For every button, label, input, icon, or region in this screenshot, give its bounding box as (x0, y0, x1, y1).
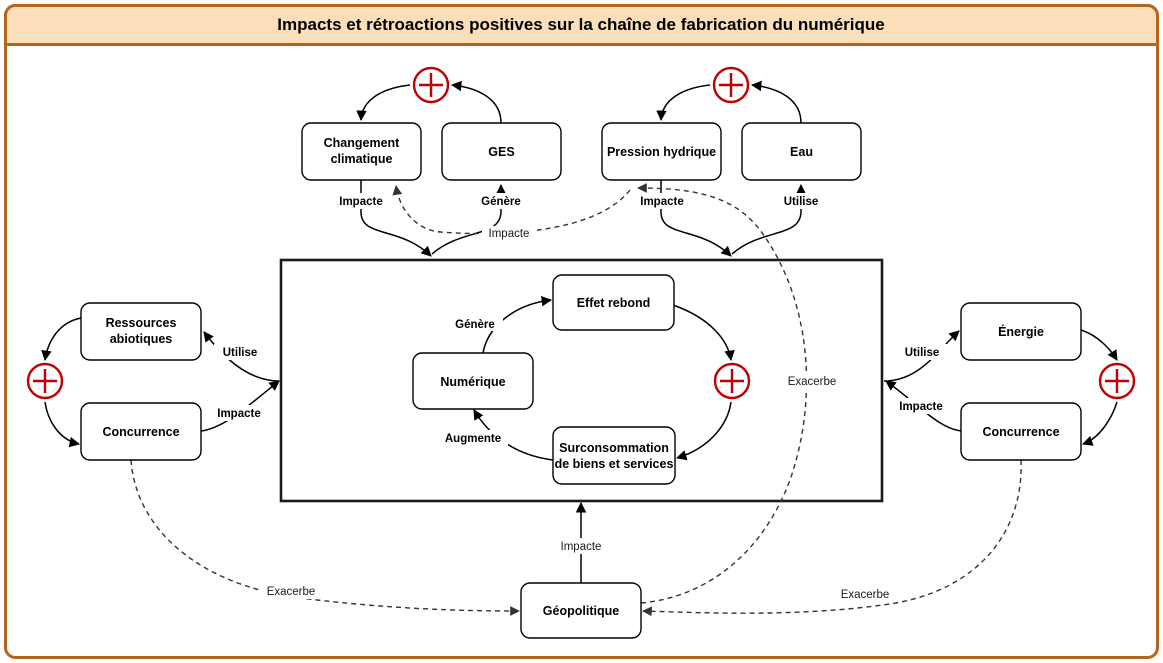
node-ressources-abiotiques-label-line1: Ressources (106, 316, 177, 330)
edge-plus-top-right-to-pression-hydrique (656, 84, 711, 122)
edge-label-utilise-gauche: Utilise (223, 347, 258, 359)
edge-label-impacte-dashed-top: Impacte (489, 228, 530, 240)
feedback-marker-plus-left (26, 362, 64, 400)
edge-plus-top-left-to-changement-climatique (356, 84, 411, 122)
edge-dashed-exacerbe-concurrence-gauche-to-geopolitique (130, 459, 520, 616)
node-concurrence-droite-label: Concurrence (982, 425, 1059, 439)
edge-label-exacerbe-droite: Exacerbe (841, 589, 890, 601)
label-plate (775, 193, 827, 209)
edge-label-impacte-droite: Impacte (899, 401, 942, 413)
node-ges[interactable] (441, 122, 562, 181)
edge-container-genere-ges (431, 183, 507, 255)
edge-dashed-impacte-to-changement-climatique (392, 185, 631, 235)
node-pression-hydrique[interactable] (601, 122, 722, 181)
label-plate (330, 193, 392, 209)
edge-label-impacte-geopolitique: Impacte (561, 541, 602, 553)
edge-container-utilise-eau (731, 183, 807, 255)
edge-label-augmente-numerique: Augmente (445, 433, 501, 445)
edge-plus-right-to-concurrence-droite (1082, 401, 1118, 446)
node-geopolitique[interactable] (520, 582, 642, 639)
edge-label-exacerbe-centre: Exacerbe (788, 376, 837, 388)
label-plate (448, 315, 503, 331)
edge-changement-climatique-impacte-container (360, 180, 432, 257)
node-numerique-label: Numérique (440, 375, 505, 389)
label-plate (214, 344, 266, 360)
edge-label-exacerbe-gauche: Exacerbe (267, 586, 316, 598)
node-concurrence-gauche-label: Concurrence (102, 425, 179, 439)
node-effet-rebond-label: Effet rebond (577, 296, 651, 310)
label-plate (438, 430, 508, 446)
node-surconsommation-label-line2: de biens et services (555, 457, 674, 471)
edge-numerique-genere-effet-rebond (482, 295, 553, 354)
edge-container-utilise-energie (883, 330, 960, 382)
page-title: Impacts et rétroactions positives sur la… (277, 15, 884, 34)
label-plate (262, 583, 320, 599)
node-numerique[interactable] (412, 352, 534, 410)
node-ges-label: GES (488, 145, 514, 159)
edge-label-genere-effet-rebond: Génère (455, 319, 495, 331)
feedback-marker-plus-top-left (412, 66, 450, 104)
node-pression-hydrique-label: Pression hydrique (607, 145, 716, 159)
label-plate (896, 344, 948, 360)
edge-ges-to-plus-top-left (450, 80, 502, 124)
title-bar (4, 4, 1159, 46)
label-plate (631, 193, 693, 209)
node-changement-climatique-label-line1: Changement (324, 136, 401, 150)
node-geopolitique-label: Géopolitique (543, 604, 619, 618)
edge-dashed-exacerbe-geopolitique-to-pression-hydrique (637, 183, 808, 604)
node-changement-climatique-label-line2: climatique (331, 152, 393, 166)
label-plate (474, 193, 529, 209)
edge-eau-to-plus-top-right (750, 80, 802, 124)
edge-energie-to-plus-right (1080, 329, 1118, 361)
node-surconsommation-label-line1: Surconsommation (559, 441, 669, 455)
node-changement-climatique[interactable] (301, 122, 422, 181)
node-eau[interactable] (741, 122, 862, 181)
edge-label-utilise-eau: Utilise (784, 196, 819, 208)
node-effet-rebond[interactable] (552, 274, 675, 331)
node-energie-label: Énergie (998, 324, 1044, 339)
edge-label-genere-ges: Génère (481, 196, 521, 208)
edge-label-impacte-pression-hydrique: Impacte (640, 196, 683, 208)
node-concurrence-gauche[interactable] (80, 402, 202, 461)
edge-ressources-abiotiques-to-plus-left (41, 317, 82, 362)
feedback-marker-plus-right (1098, 362, 1136, 400)
edge-label-utilise-droite: Utilise (905, 347, 940, 359)
label-plate (482, 226, 537, 241)
node-ressources-abiotiques-label-line2: abiotiques (110, 332, 173, 346)
edge-dashed-exacerbe-concurrence-droite-to-geopolitique (642, 459, 1022, 617)
label-plate (783, 373, 841, 389)
node-energie[interactable] (960, 302, 1082, 361)
edge-pression-hydrique-impacte-container (660, 180, 732, 257)
node-surconsommation[interactable] (552, 426, 676, 485)
edge-effet-rebond-to-plus-center (672, 304, 735, 362)
feedback-marker-plus-top-right (712, 66, 750, 104)
node-eau-label: Eau (790, 145, 813, 159)
label-plate (553, 538, 611, 554)
label-plate (208, 405, 270, 421)
edge-plus-center-to-surconsommation (675, 401, 732, 461)
feedback-marker-plus-center (713, 362, 751, 400)
edge-label-impacte-gauche: Impacte (217, 408, 260, 420)
label-plate (836, 586, 894, 602)
node-concurrence-droite[interactable] (960, 402, 1082, 461)
label-plate (890, 398, 952, 414)
node-ressources-abiotiques[interactable] (80, 302, 202, 361)
edge-label-impacte-changement-climatique: Impacte (339, 196, 382, 208)
container-chaine-fabrication (279, 258, 884, 503)
edge-plus-left-to-concurrence-gauche (44, 401, 81, 448)
